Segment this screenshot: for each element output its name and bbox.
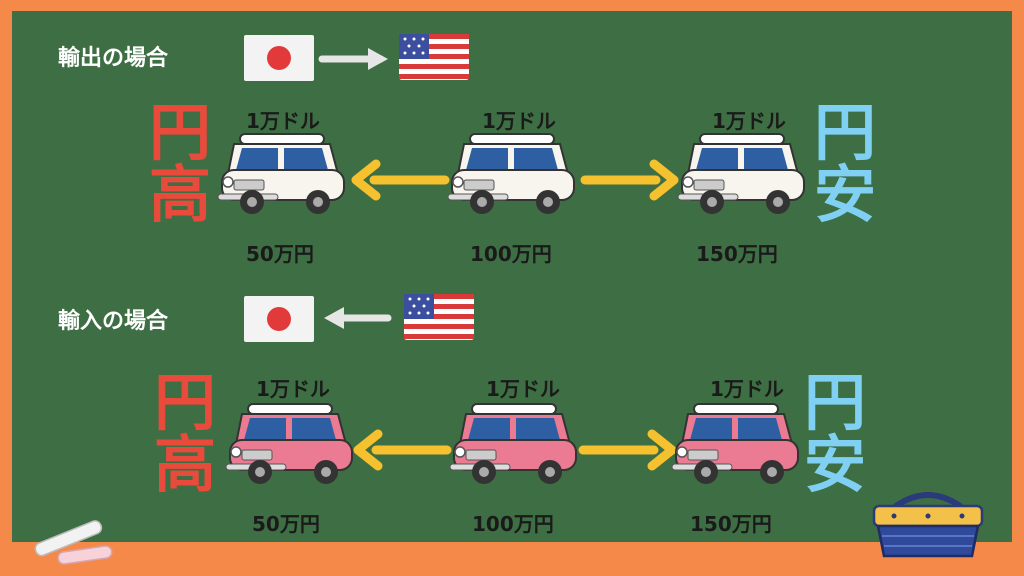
import-left-label: 円高 bbox=[153, 366, 216, 501]
japan-flag-icon bbox=[244, 35, 314, 81]
import-jpy-right: 150万円 bbox=[690, 512, 772, 536]
usa-flag-icon bbox=[404, 294, 474, 340]
export-jpy-center: 100万円 bbox=[470, 242, 552, 266]
left-arrow-icon bbox=[324, 307, 392, 329]
import-usd-right: 1万ドル bbox=[710, 377, 784, 401]
car-icon bbox=[225, 403, 353, 484]
right-arrow-icon bbox=[578, 429, 677, 471]
right-arrow-icon bbox=[318, 48, 388, 70]
car-icon bbox=[677, 133, 805, 214]
import-right-label: 円安 bbox=[803, 366, 866, 501]
import-jpy-center: 100万円 bbox=[472, 512, 554, 536]
import-title: 輸入の場合 bbox=[58, 309, 169, 334]
japan-flag-icon bbox=[244, 296, 314, 342]
export-usd-center: 1万ドル bbox=[482, 109, 556, 133]
car-icon bbox=[671, 403, 799, 484]
car-icon bbox=[449, 403, 577, 484]
export-jpy-right: 150万円 bbox=[696, 242, 778, 266]
export-usd-left: 1万ドル bbox=[246, 109, 320, 133]
car-icon bbox=[447, 133, 575, 214]
usa-flag-icon bbox=[399, 34, 469, 80]
import-usd-center: 1万ドル bbox=[486, 377, 560, 401]
chalk-icon bbox=[34, 520, 113, 565]
export-usd-right: 1万ドル bbox=[712, 109, 786, 133]
car-icon bbox=[217, 133, 345, 214]
import-jpy-left: 50万円 bbox=[252, 512, 320, 536]
basket-icon bbox=[872, 492, 984, 558]
export-right-label: 円安 bbox=[813, 96, 876, 231]
export-jpy-left: 50万円 bbox=[246, 242, 314, 266]
export-left-label: 円高 bbox=[148, 96, 211, 231]
left-arrow-icon bbox=[351, 159, 450, 201]
left-arrow-icon bbox=[353, 429, 452, 471]
export-title: 輸出の場合 bbox=[58, 46, 169, 71]
right-arrow-icon bbox=[580, 159, 679, 201]
import-usd-left: 1万ドル bbox=[256, 377, 330, 401]
